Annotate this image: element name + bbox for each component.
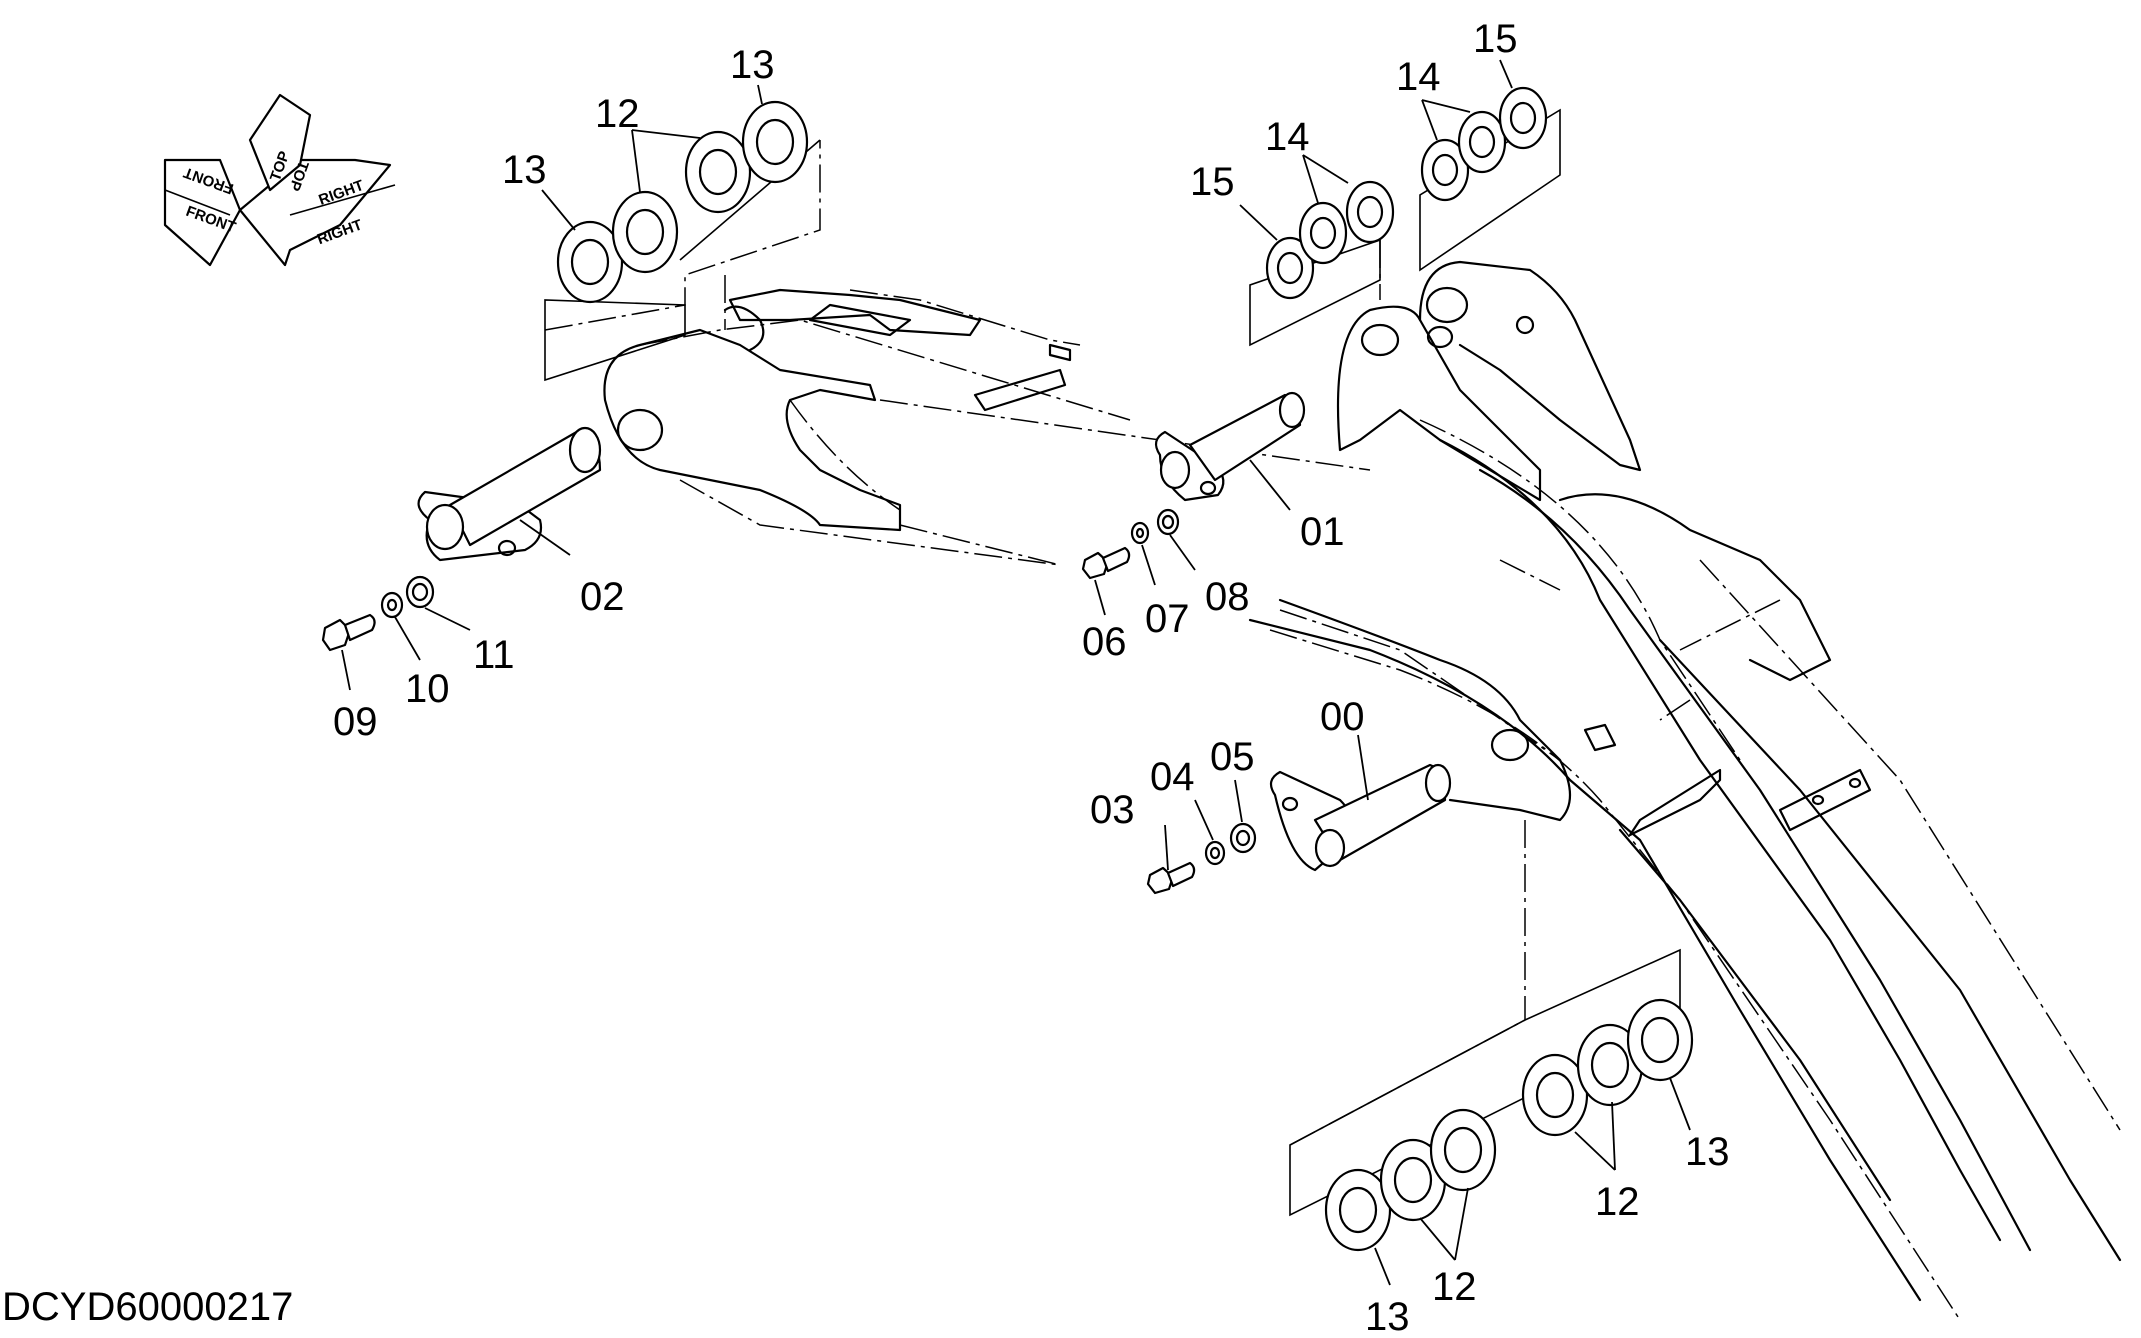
- hex-bolt-09: [321, 613, 376, 652]
- hex-bolt-06: [1081, 546, 1131, 580]
- callout-12-upper-left: 12: [595, 92, 640, 136]
- callout-01: 01: [1300, 510, 1345, 554]
- callout-10: 10: [405, 667, 450, 711]
- callout-14-upper-right: 14: [1396, 55, 1441, 99]
- shim-set-lower: [1289, 820, 1694, 1252]
- callout-12-lower-right: 12: [1595, 1180, 1640, 1224]
- callout-09: 09: [333, 700, 378, 744]
- callout-15-upper-middle: 15: [1190, 160, 1235, 204]
- callout-13-upper-left: 13: [502, 148, 547, 192]
- callout-04: 04: [1150, 755, 1195, 799]
- boom-body: [603, 260, 2122, 1321]
- callout-15-upper-right: 15: [1473, 17, 1518, 61]
- callout-13-upper-left-top: 13: [730, 43, 775, 87]
- washer-10: [380, 591, 404, 619]
- washer-04: [1204, 840, 1226, 866]
- callout-00: 00: [1320, 695, 1365, 739]
- shim-set-upper-left: [544, 100, 821, 382]
- callout-06: 06: [1082, 620, 1127, 664]
- shim-set-upper-middle: [1249, 180, 1395, 347]
- pin-02: [417, 426, 602, 562]
- callout-13-lower-right: 13: [1685, 1130, 1730, 1174]
- callout-05: 05: [1210, 735, 1255, 779]
- leader-lines: [341, 59, 1691, 1286]
- callout-13-lower-left: 13: [1365, 1295, 1410, 1338]
- pin-01: [1154, 391, 1306, 502]
- orientation-arrow-icon: FRONT FRONT TOP TOP RIGHT RIGHT: [163, 93, 396, 267]
- washer-08: [1156, 508, 1180, 536]
- washer-05: [1229, 822, 1257, 854]
- callout-12-lower-left: 12: [1432, 1265, 1477, 1309]
- callout-03: 03: [1090, 788, 1135, 832]
- callout-11: 11: [473, 633, 515, 677]
- callout-labels: 13 12 13 15 14 14 15 01 02 09 10 11 06 0…: [333, 17, 1730, 1338]
- hex-bolt-03: [1146, 861, 1196, 895]
- shim-set-upper-right: [1419, 86, 1561, 272]
- pin-00: [1269, 763, 1452, 872]
- washer-07: [1130, 521, 1150, 545]
- callout-08: 08: [1205, 575, 1250, 619]
- washer-11: [405, 575, 435, 609]
- callout-02: 02: [580, 575, 625, 619]
- callout-14-upper-middle: 14: [1265, 115, 1310, 159]
- callout-07: 07: [1145, 597, 1190, 641]
- document-id: DCYD60000217: [2, 1285, 293, 1329]
